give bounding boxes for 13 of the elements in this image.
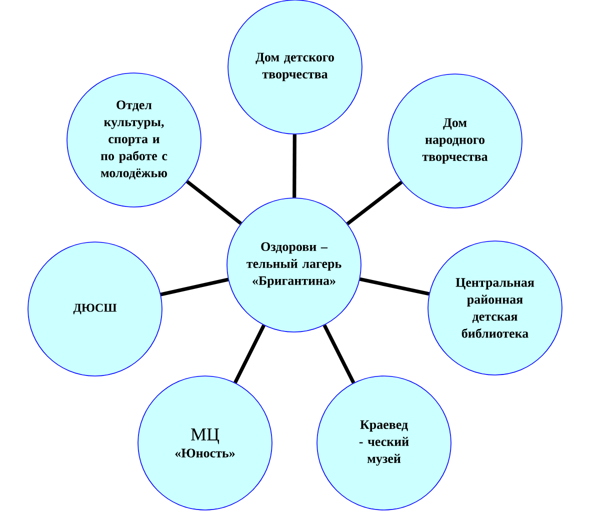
connector-line [186, 180, 242, 225]
connector-line [360, 277, 430, 296]
connector-line [322, 324, 356, 384]
circle-node: Дом народного творчества [388, 74, 522, 208]
connector-line [160, 278, 229, 296]
circle-node: Краевед - ческий музей [316, 376, 452, 510]
circle-node: Центральная районная детская библиотека [428, 240, 562, 376]
connector-line [234, 324, 266, 384]
connector-line [346, 180, 403, 226]
circle-node: МЦ «Юность» [138, 376, 272, 510]
connector-line [292, 134, 296, 198]
circle-node: ДЮСШ [28, 242, 162, 376]
circle-node: Отдел культуры, спорта и по работе с молодёжью [66, 72, 202, 208]
